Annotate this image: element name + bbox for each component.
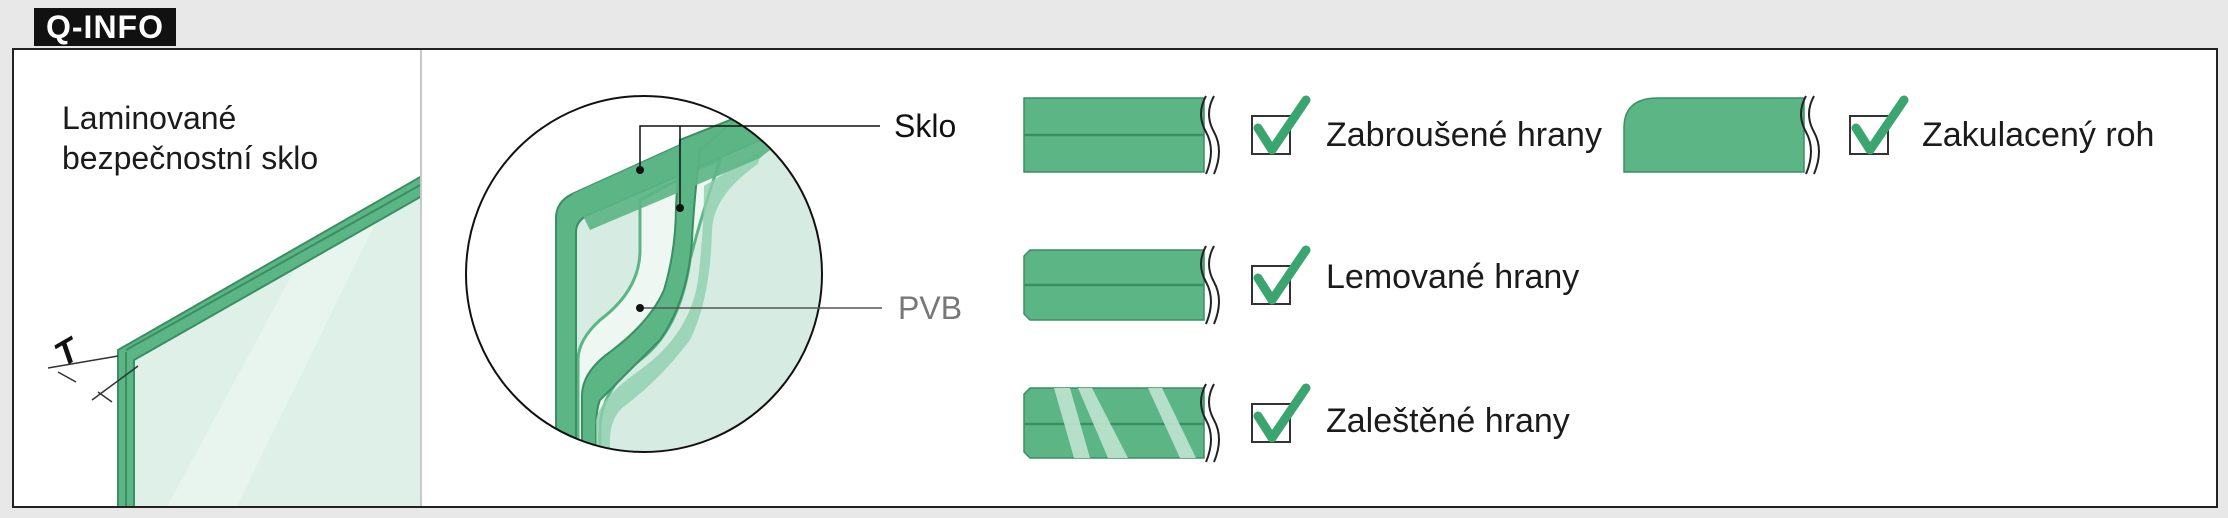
checkbox-polished-edges (1251, 383, 1311, 443)
q-info-badge: Q-INFO (34, 8, 176, 46)
glass-callout-leader (639, 125, 880, 208)
glass-label: Sklo (894, 108, 957, 144)
ground-edges-label: Zabroušené hrany (1326, 116, 1602, 154)
panel-divider (420, 50, 422, 506)
zoom-detail-circle (465, 95, 823, 453)
title-line-1: Laminované (62, 100, 237, 136)
checkbox-rounded-corner (1849, 95, 1909, 155)
polished-edges-label: Zaleštěné hrany (1326, 402, 1570, 440)
title-line-2: bezpečnostní sklo (62, 140, 319, 176)
checkbox-seamed-edges (1251, 245, 1311, 305)
rounded-corner-label: Zakulacený roh (1922, 116, 2155, 154)
laminated-glass-title: Laminované bezpečnostní sklo (62, 98, 318, 178)
rounded-corner-swatch (1623, 95, 1820, 175)
polished-edges-swatch (1023, 383, 1220, 463)
glass-callout-dot (636, 166, 644, 174)
seamed-edges-label: Lemované hrany (1326, 258, 1580, 296)
glass-callout-dot-2 (676, 204, 684, 212)
checkbox-ground-edges (1251, 95, 1311, 155)
pvb-callout-dot (636, 304, 644, 312)
thickness-dimension (47, 355, 139, 403)
ground-edges-swatch (1023, 95, 1220, 175)
pvb-label: PVB (898, 290, 963, 326)
seamed-edges-swatch (1023, 245, 1220, 325)
glass-pane-illustration (117, 175, 420, 506)
